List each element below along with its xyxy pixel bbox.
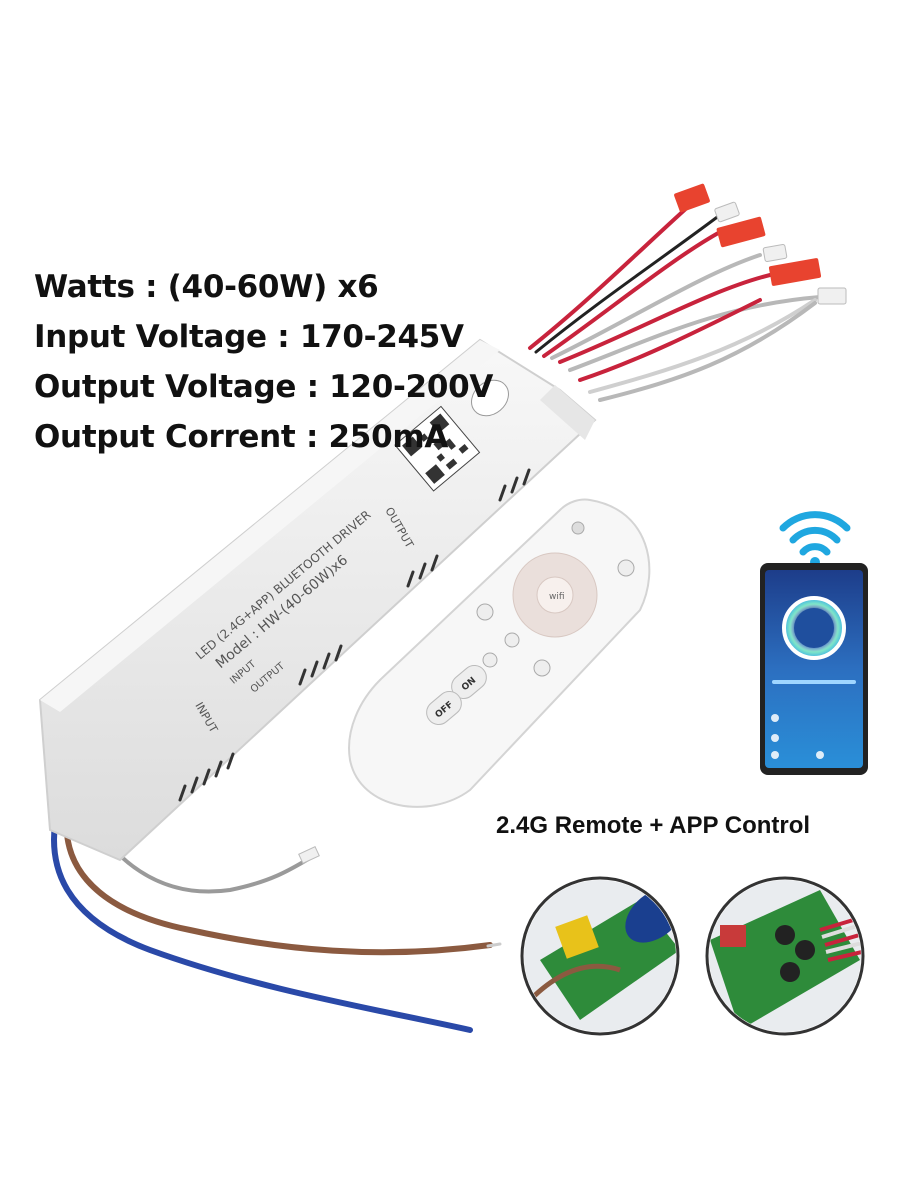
qr-code [394,405,481,492]
wifi-icon [779,511,851,567]
spec-list: Watts : (40-60W) x6 Input Voltage : 170-… [34,262,493,462]
control-caption: 2.4G Remote + APP Control [496,812,811,839]
output-connectors [674,183,847,305]
svg-text:wifi: wifi [549,592,565,602]
output-wires [528,203,822,402]
spec-output-current: Output Corrent : 250mA [34,419,449,455]
led-driver: LED (2.4G+APP) BLUETOOTH DRIVER Model : … [38,338,597,862]
spec-watts: Watts : (40-60W) x6 [34,269,379,305]
spec-input-voltage: Input Voltage : 170-245V [34,319,464,355]
spec-output-voltage: Output Voltage : 120-200V [34,369,494,405]
smartphone [760,563,868,775]
driver-vents [178,468,531,802]
remote-control: wifi ON OFF [348,498,651,808]
pcb-detail-1 [520,876,680,1036]
pcb-detail-2 [705,876,865,1036]
